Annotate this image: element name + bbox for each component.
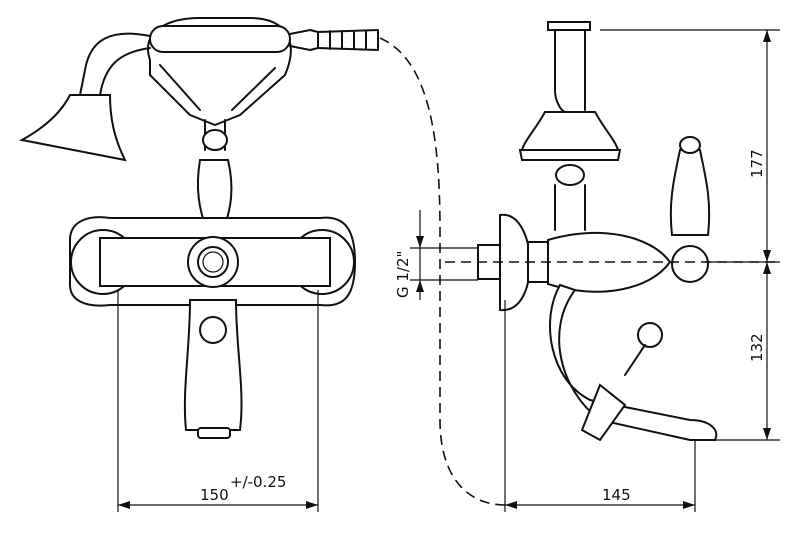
side-view — [410, 21, 780, 512]
spout-front — [183, 299, 243, 431]
diverter-knob — [197, 246, 229, 278]
handshower-head — [19, 94, 127, 162]
lever-handle — [669, 149, 711, 236]
front-view — [19, 17, 506, 512]
dim-thread: G 1/2" — [394, 251, 412, 298]
dim-150: 150 — [200, 486, 229, 504]
dim-145: 145 — [602, 486, 631, 504]
lever-ball — [671, 245, 709, 283]
handshower-handle — [149, 25, 291, 53]
side-spout — [549, 283, 718, 441]
hose-outlet — [580, 383, 627, 442]
dim-132: 132 — [748, 333, 766, 362]
dim-177: 177 — [748, 149, 766, 178]
diverter-ball — [199, 316, 227, 344]
dim-tolerance: +/-0.25 — [230, 473, 286, 491]
shower-head — [520, 111, 620, 151]
hose-dashed — [379, 37, 506, 506]
hose-coupling — [317, 29, 379, 51]
